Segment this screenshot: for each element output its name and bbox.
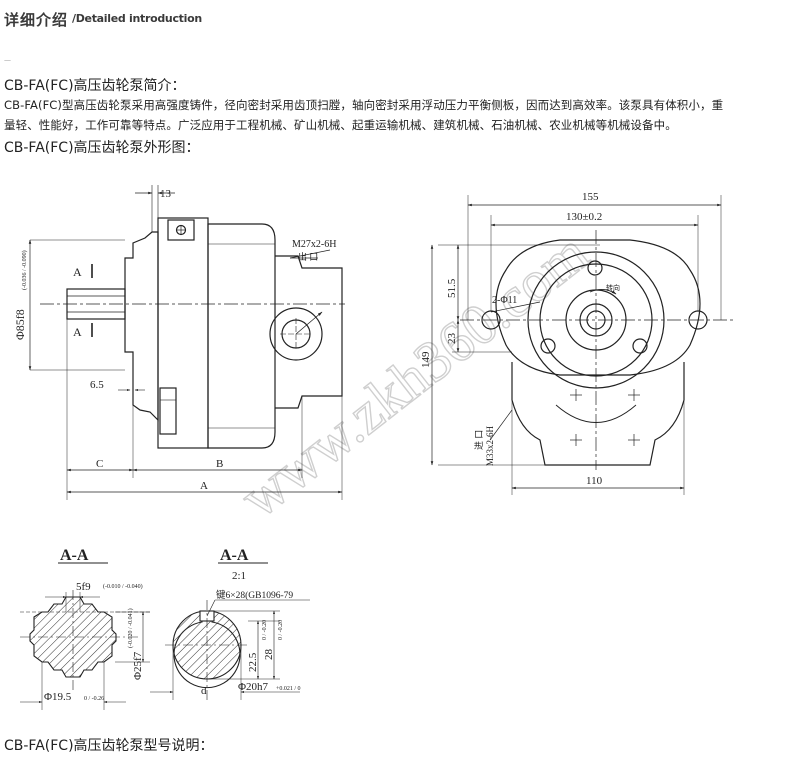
side-view <box>28 185 345 500</box>
intro-paragraph-line-2: 量轻、性能好，工作可靠等特点。广泛应用于工程机械、矿山机械、起重运输机械、建筑机… <box>4 118 677 132</box>
dim-19-5: Φ19.5 <box>44 691 72 703</box>
dim-149: 149 <box>420 351 432 368</box>
tol-28: 0 / -0.20 <box>278 620 284 640</box>
front-view <box>430 195 735 495</box>
dim-130: 130±0.2 <box>566 211 602 223</box>
port-out-spec: M27x2-6H <box>292 239 336 250</box>
front-view-labels: 155 130±0.2 51.5 23 149 2-Φ11 转向 进 口 M33… <box>420 191 620 487</box>
section-aa-1 <box>20 590 150 710</box>
section-title-en: /Detailed introduction <box>72 12 202 25</box>
intro-paragraph-line-1: CB-FA(FC)型高压齿轮泵采用高强度铸件，径向密封采用齿顶扫膛，轴向密封采用… <box>4 98 724 112</box>
tol-19-5: 0 / -0.26 <box>84 696 104 702</box>
side-view-labels: 13 M27x2-6H 出 口 Φ85f8 (-0.036 / -0.090) … <box>13 188 336 492</box>
dim-25f7: Φ25f7 <box>132 651 144 680</box>
section-aa-2 <box>150 599 310 700</box>
section-a-bottom: A <box>73 325 82 339</box>
dim-a: A <box>200 480 208 492</box>
model-heading: CB-FA(FC)高压齿轮泵型号说明： <box>4 738 214 754</box>
section-aa-1-labels: A-A 5f9 (-0.010 / -0.040) Φ25f7 (-0.020 … <box>44 547 144 703</box>
port-in-label: 进 口 <box>474 430 484 450</box>
rotation-label: 转向 <box>606 283 620 292</box>
section-aa-2-labels: A-A 2:1 键6×28(GB1096-79 22.5 0 / -0.20 2… <box>201 547 301 697</box>
section-title-cn: 详细介绍 <box>4 11 69 29</box>
tol-20h7: +0.021 / 0 <box>276 686 301 692</box>
dim-51-5: 51.5 <box>446 278 458 298</box>
tol-25f7: (-0.020 / -0.041) <box>127 608 134 648</box>
dim-d: d <box>201 685 207 697</box>
dim-5f9: 5f9 <box>76 581 91 593</box>
dim-6-5: 6.5 <box>90 379 104 391</box>
dim-28: 28 <box>263 649 275 661</box>
dim-22-5: 22.5 <box>247 652 259 672</box>
tol-22-5: 0 / -0.20 <box>262 620 268 640</box>
dim-b: B <box>216 458 223 470</box>
section-aa-2-scale: 2:1 <box>232 570 246 582</box>
port-out-label: 出 口 <box>298 251 318 262</box>
dim-c: C <box>96 458 103 470</box>
key-spec: 键6×28(GB1096-79 <box>216 589 293 601</box>
tol-diameter-85: (-0.036 / -0.090) <box>21 250 28 290</box>
outline-heading: CB-FA(FC)高压齿轮泵外形图： <box>4 140 200 156</box>
dim-13: 13 <box>160 188 172 200</box>
dim-23: 23 <box>446 333 458 345</box>
dim-110: 110 <box>586 475 603 487</box>
tol-5f9: (-0.010 / -0.040) <box>103 583 143 590</box>
watermark: www.zkh360.com <box>228 220 600 531</box>
section-a-top: A <box>73 265 82 279</box>
port-in-spec: M33x2-6H <box>485 426 495 466</box>
section-aa-2-title: A-A <box>220 547 249 564</box>
dim-155: 155 <box>582 191 599 203</box>
flange-holes: 2-Φ11 <box>492 295 517 306</box>
dim-20h7: Φ20h7 <box>238 681 269 693</box>
intro-heading: CB-FA(FC)高压齿轮泵简介： <box>4 78 186 94</box>
section-header: 详细介绍 /Detailed introduction <box>0 0 800 36</box>
section-aa-1-title: A-A <box>60 547 89 564</box>
tiny-mark: — <box>4 56 11 64</box>
dim-diameter-85: Φ85f8 <box>13 309 27 340</box>
